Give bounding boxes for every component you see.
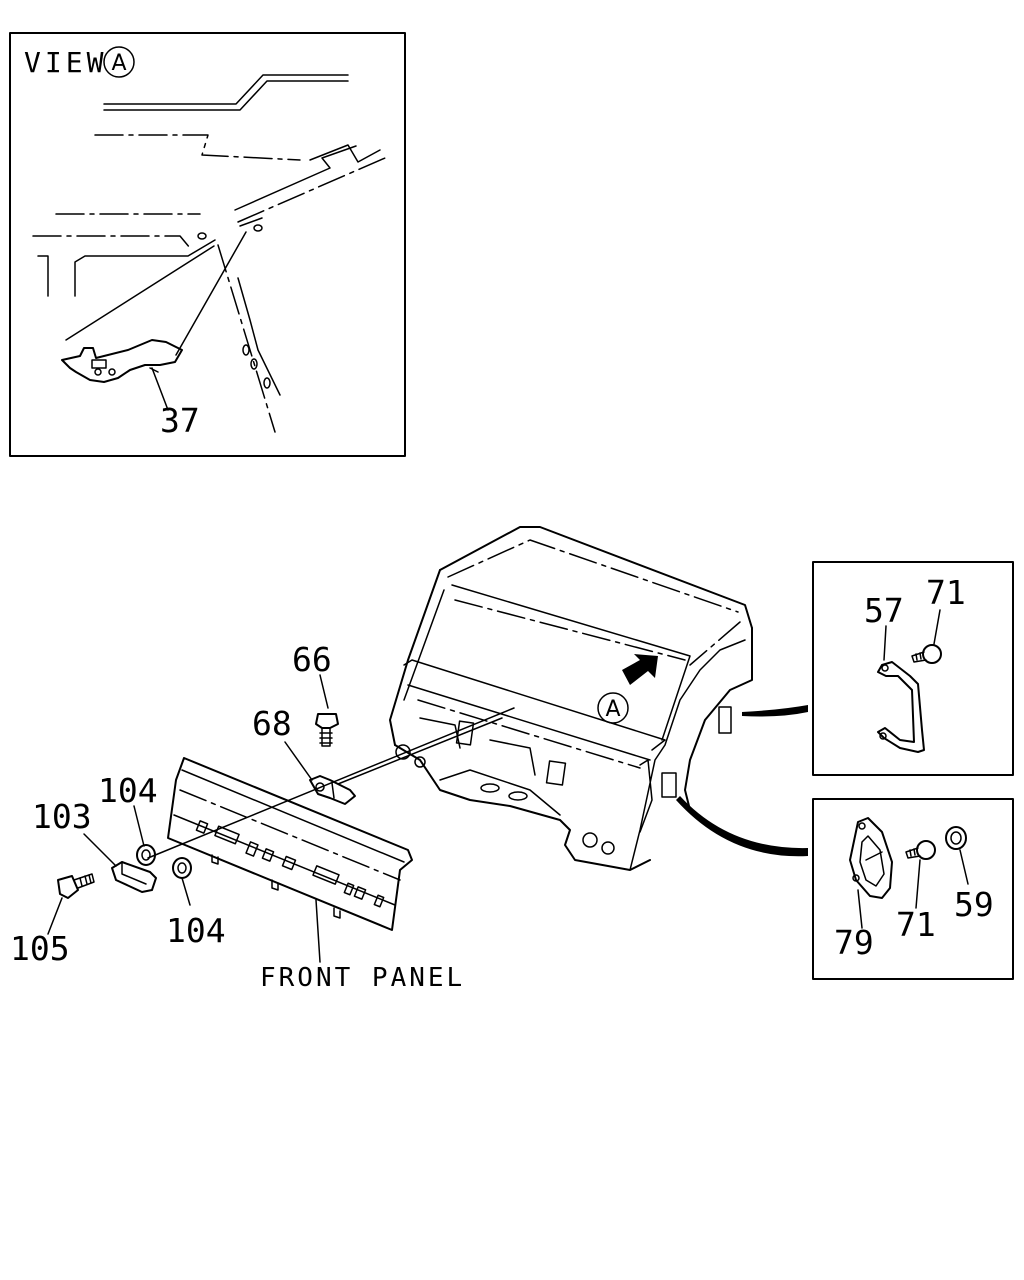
nut-104-upper <box>136 844 156 866</box>
view-direction-arrow <box>622 654 658 685</box>
leader-71-lower <box>915 859 921 909</box>
cab-body: A <box>389 526 808 871</box>
view-a-inset: VIEW A 37 <box>9 32 406 457</box>
detail-upper-frame <box>812 561 1014 776</box>
leader-59 <box>959 849 969 885</box>
front-panel-outline <box>167 757 413 931</box>
view-a-marker-letter: A <box>111 51 126 76</box>
view-a-title: VIEW <box>24 46 107 79</box>
detail-lower-frame <box>812 798 1014 980</box>
leader-37 <box>151 367 169 411</box>
callout-curve-upper <box>742 705 808 717</box>
leader-104-lower <box>181 877 191 906</box>
mounting-line-lower <box>147 707 515 859</box>
label-103: 103 <box>32 797 92 836</box>
label-59: 59 <box>954 885 994 924</box>
cab-marker-circle <box>597 692 629 724</box>
leader-71-upper <box>933 609 941 645</box>
screw-71-lower <box>905 840 936 860</box>
label-79: 79 <box>834 923 874 962</box>
front-panel-caption: FRONT PANEL <box>260 963 465 993</box>
bracket-37 <box>61 339 183 383</box>
cab-side <box>684 627 753 811</box>
nut-104-lower <box>172 857 192 879</box>
bolt-105 <box>57 873 95 899</box>
callout-curve-lower <box>676 796 808 857</box>
label-104-lower: 104 <box>166 911 226 950</box>
right-headlight <box>582 832 598 848</box>
leader-66 <box>319 674 329 709</box>
nut-59 <box>945 826 967 850</box>
label-37: 37 <box>160 401 200 440</box>
roof-edge-line <box>103 74 349 105</box>
label-68: 68 <box>252 704 292 743</box>
panel-outline-line <box>94 134 301 161</box>
detail-lower: 79 71 59 <box>812 798 1014 980</box>
leader-103 <box>83 833 117 867</box>
screw-71-upper <box>911 644 942 664</box>
leader-57 <box>883 625 887 661</box>
cab-bumper <box>394 744 651 871</box>
leader-68 <box>284 741 313 781</box>
windshield-top <box>451 584 691 741</box>
side-fixture-upper <box>718 706 732 734</box>
windshield-bottom <box>403 659 666 751</box>
view-a-frame <box>9 32 406 457</box>
detail-upper: 57 71 <box>812 561 1014 776</box>
front-panel: FRONT PANEL <box>167 757 465 993</box>
left-headlight <box>395 744 411 760</box>
side-fixture-lower <box>661 772 677 798</box>
leader-104-upper <box>133 805 145 847</box>
cab-left-edge <box>389 569 441 746</box>
bolt-66 <box>315 713 339 747</box>
handle-57 <box>877 661 925 753</box>
mounting-line-upper <box>337 717 503 785</box>
front-panel-leader <box>315 899 321 963</box>
label-105: 105 <box>10 929 70 968</box>
leader-79 <box>857 889 863 929</box>
label-71-upper: 71 <box>926 573 966 612</box>
plate-79 <box>849 817 893 899</box>
fasteners: 66 68 104 104 103 <box>10 640 515 968</box>
view-a-marker-circle <box>103 46 135 78</box>
pillar-line <box>217 244 276 433</box>
label-71-lower: 71 <box>896 905 936 944</box>
label-57: 57 <box>864 591 904 630</box>
bracket-68 <box>309 775 356 805</box>
bracket-103 <box>111 861 157 893</box>
cab-marker-letter: A <box>605 697 620 722</box>
leader-105 <box>47 897 63 935</box>
cab-roof <box>439 526 753 629</box>
label-104-upper: 104 <box>98 771 158 810</box>
label-66: 66 <box>292 640 332 679</box>
